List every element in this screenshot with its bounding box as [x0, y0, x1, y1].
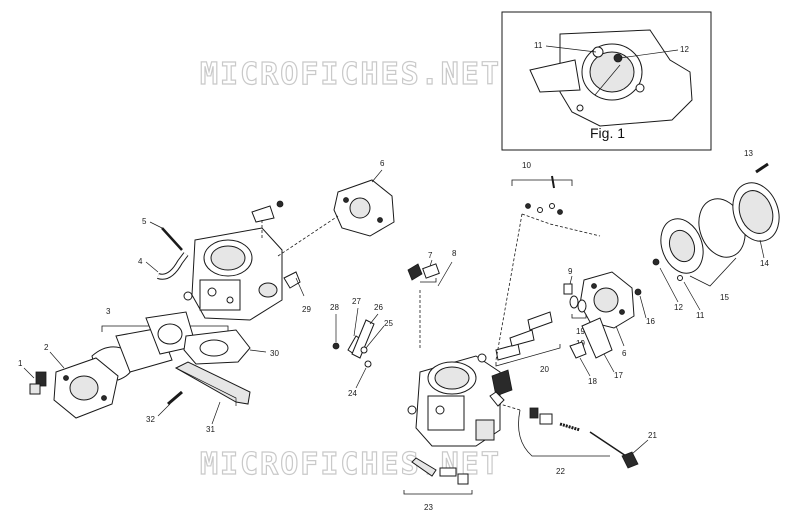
parts-11-12-right: 12 11 — [652, 258, 705, 320]
part-5-screw: 5 — [142, 217, 183, 251]
parts-24-28-linkage: 28 27 26 25 24 — [330, 297, 393, 398]
part-21-cap: 21 — [621, 431, 657, 469]
callout-16: 16 — [646, 317, 655, 326]
callout-11: 11 — [696, 311, 705, 320]
part-13-screw: 13 — [744, 149, 769, 174]
callout-15: 15 — [720, 293, 729, 302]
part-29-fitting: 29 — [283, 271, 311, 314]
callout-14: 14 — [760, 259, 769, 268]
part-2-cover-plate: 2 — [44, 343, 119, 419]
callout-8: 8 — [452, 249, 457, 258]
callout-2: 2 — [44, 343, 49, 352]
callout-29: 29 — [302, 305, 311, 314]
callout-19: 19 — [576, 327, 585, 336]
part-1-screw: 1 — [18, 359, 47, 395]
callout-23: 23 — [424, 503, 433, 512]
part-9-nut: 9 — [563, 267, 573, 295]
inset-caption: Fig. 1 — [590, 125, 625, 141]
callout-22: 22 — [556, 467, 565, 476]
part-10-linkage: 10 — [511, 161, 601, 237]
callout-17: 17 — [614, 371, 623, 380]
callout-10: 10 — [522, 161, 531, 170]
part-3-gasket-set: 3 — [91, 307, 229, 381]
watermark-top: MICROFICHES.NET — [200, 57, 501, 92]
part-19-washers: 19 19 — [569, 295, 587, 348]
callout-26: 26 — [374, 303, 383, 312]
parts-7-8: 7 8 — [407, 249, 457, 350]
watermark-bottom: MICROFICHES.NET — [200, 447, 501, 482]
part-30-gasket: 30 — [183, 329, 279, 365]
part-6-cover-right: 6 — [579, 271, 635, 358]
callout-25: 25 — [384, 319, 393, 328]
center-carburetor-body — [407, 355, 513, 447]
inset-carb-body — [529, 29, 693, 127]
part-32-screw: 32 — [146, 390, 183, 424]
callout-1: 1 — [18, 359, 23, 368]
callout-31: 31 — [206, 425, 215, 434]
part-31-plate: 31 — [174, 361, 251, 434]
callout-6-left: 6 — [380, 159, 385, 168]
callout-5: 5 — [142, 217, 147, 226]
part-4-hose: 4 — [138, 252, 189, 280]
part-16-screw: 16 — [634, 288, 655, 326]
callout-6-right: 6 — [622, 349, 627, 358]
part-17-plate: 17 — [581, 317, 623, 380]
link-line-2 — [499, 403, 521, 411]
callout-27: 27 — [352, 297, 361, 306]
inset-callout-11: 11 — [534, 41, 543, 50]
callout-30: 30 — [270, 349, 279, 358]
callout-13: 13 — [744, 149, 753, 158]
callout-12: 12 — [674, 303, 683, 312]
callout-28: 28 — [330, 303, 339, 312]
fig1-inset: 11 12 Fig. 1 — [501, 11, 712, 151]
callout-24: 24 — [348, 389, 357, 398]
callout-4: 4 — [138, 257, 143, 266]
part-6-cover-left: 6 — [277, 159, 395, 257]
inset-callout-12: 12 — [680, 45, 689, 54]
part-22-needle-set: 22 — [518, 407, 627, 476]
callout-20: 20 — [540, 365, 549, 374]
part-18-clip: 18 — [569, 341, 597, 386]
part-23-jets: 23 — [403, 457, 473, 512]
callout-32: 32 — [146, 415, 155, 424]
callout-21: 21 — [648, 431, 657, 440]
left-carburetor-body — [183, 227, 283, 321]
part-14-cover: 14 — [732, 182, 780, 268]
part-20-gaskets: 20 — [477, 311, 561, 374]
callout-7: 7 — [428, 251, 433, 260]
callout-3: 3 — [106, 307, 111, 316]
left-top-plate — [251, 200, 284, 238]
callout-18: 18 — [588, 377, 597, 386]
callout-9: 9 — [568, 267, 573, 276]
